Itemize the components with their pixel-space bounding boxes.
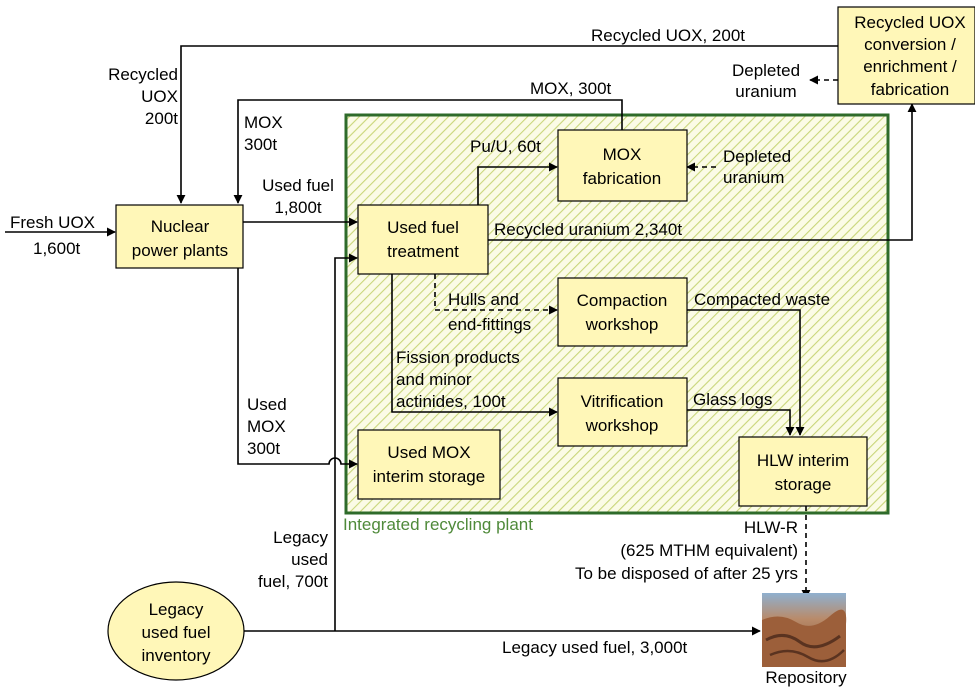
recycled-uox-left-1: Recycled [108,65,178,84]
recycled-uox-top-label: Recycled UOX, 200t [591,26,745,45]
glass-label: Glass logs [693,390,772,409]
vitrification-workshop-box: Vitrification workshop [557,377,688,447]
depleted-top-1: Depleted [732,61,800,80]
nuclear-line2: power plants [132,241,228,260]
hulls-2: end-fittings [448,315,531,334]
integrated-plant-label: Integrated recycling plant [343,515,533,534]
hlw-r-1: HLW-R [744,518,798,537]
depleted-mox-2: uranium [723,168,784,187]
legacy-line2: used fuel [142,623,211,642]
fission-1: Fission products [396,348,520,367]
fresh-uox-label-1: Fresh UOX [10,213,95,232]
nuclear-line1: Nuclear [151,217,210,236]
compaction-line1: Compaction [577,291,668,310]
repository-label: Repository [765,668,847,687]
mox-left-2: 300t [244,135,277,154]
nuclear-power-plants-box: Nuclear power plants [115,204,244,269]
pu-u-arrow [477,162,558,205]
legacy-used-3: fuel, 700t [258,572,328,591]
fission-3: actinides, 100t [396,392,506,411]
used-mox-arrow [237,268,358,469]
used-fuel-1: Used fuel [262,176,334,195]
compaction-workshop-box: Compaction workshop [557,277,688,347]
used-mox-2: MOX [247,417,286,436]
repository-image [762,593,847,667]
mox-left-1: MOX [244,113,283,132]
hulls-1: Hulls and [448,290,519,309]
mox-storage-line2: interim storage [373,467,485,486]
legacy-3000-label: Legacy used fuel, 3,000t [502,638,688,657]
recycled-uox-left-3: 200t [145,109,178,128]
fresh-uox-label-2: 1,600t [33,239,81,258]
fission-2: and minor [396,370,472,389]
mox-loop-arrow [233,99,623,204]
recycled-uox-line3: enrichment / [863,57,957,76]
legacy-inventory-ellipse: Legacy used fuel inventory [107,581,245,681]
recycled-uox-fabrication-box: Recycled UOX conversion / enrichment / f… [837,6,975,105]
used-fuel-2: 1,800t [274,198,322,217]
mox-storage-line1: Used MOX [387,443,470,462]
legacy-line1: Legacy [149,600,204,619]
legacy-used-1: Legacy [273,528,328,547]
glass-logs-arrow [687,409,795,436]
recycled-uox-line2: conversion / [864,35,956,54]
recycled-uox-loop-arrow [176,45,838,204]
used-fuel-treatment-box: Used fuel treatment [357,204,489,275]
used-mox-3: 300t [247,439,280,458]
used-mox-interim-storage-box: Used MOX interim storage [357,429,501,500]
compaction-line2: workshop [585,315,659,334]
legacy-used-2: used [291,550,328,569]
recycled-uox-left-2: UOX [141,87,178,106]
mox-fab-line2: fabrication [583,169,661,188]
hlw-r-3: To be disposed of after 25 yrs [575,564,798,583]
recycled-uox-line4: fabrication [871,80,949,99]
legacy-line3: inventory [142,646,211,665]
fission-products-arrow [391,274,558,417]
mox-fab-line1: MOX [603,145,642,164]
legacy-700t-arrow [334,253,358,631]
depleted-mox-1: Depleted [723,147,791,166]
recycled-uranium-arrow [488,103,917,241]
mox-fabrication-box: MOX fabrication [557,129,688,202]
vitrification-line1: Vitrification [581,392,664,411]
treatment-line2: treatment [387,242,459,261]
mox-top-label: MOX, 300t [530,79,612,98]
depleted-top-2: uranium [735,82,796,101]
pu-u-label: Pu/U, 60t [470,137,541,156]
recycled-uranium-label: Recycled uranium 2,340t [494,220,682,239]
used-mox-1: Used [247,395,287,414]
recycled-uox-line1: Recycled UOX [854,13,965,32]
hlw-line2: storage [775,475,832,494]
compacted-waste-arrow [687,309,805,436]
compacted-label: Compacted waste [694,290,830,309]
hulls-arrow [434,274,558,315]
hlw-interim-storage-box: HLW interim storage [738,436,868,507]
hlw-line1: HLW interim [757,451,849,470]
hlw-r-2: (625 MTHM equivalent) [620,541,798,560]
vitrification-line2: workshop [585,416,659,435]
treatment-line1: Used fuel [387,218,459,237]
